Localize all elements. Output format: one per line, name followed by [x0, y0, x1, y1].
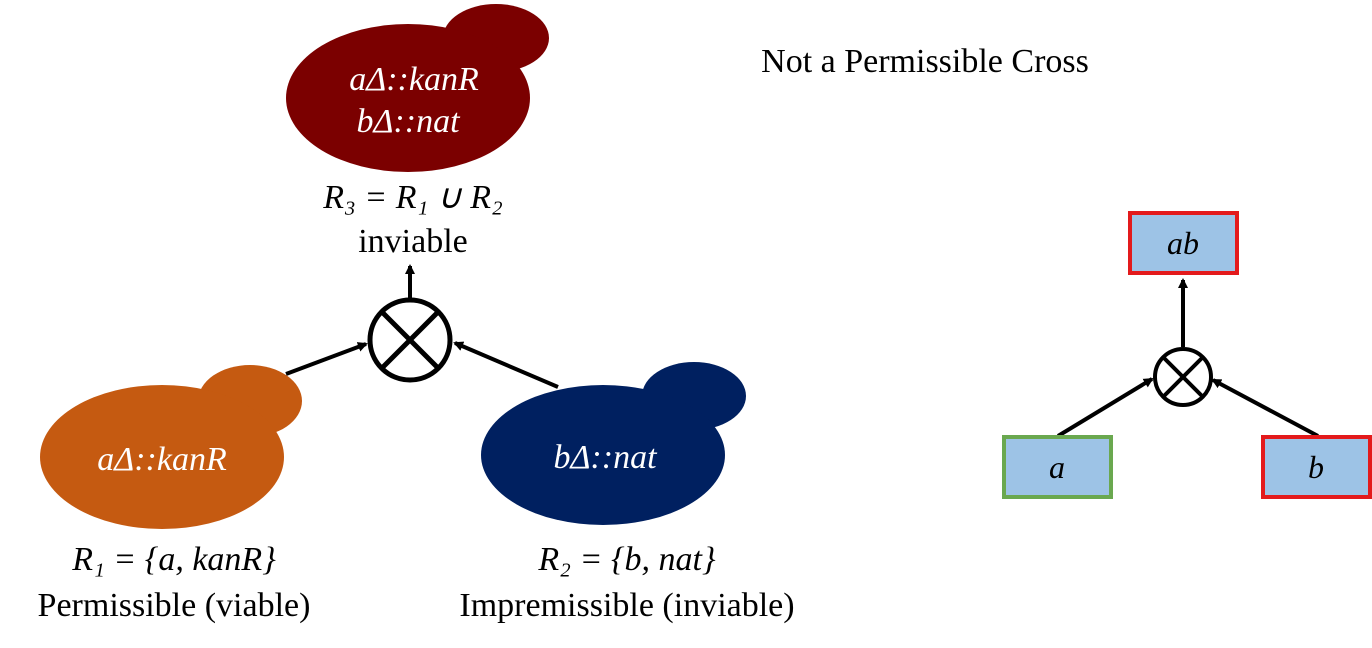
r1-formula: R₁ = {a, kanR}	[71, 541, 276, 578]
right-cell-body	[481, 385, 725, 525]
left-cell-body	[40, 385, 284, 529]
r2-formula: R₂ = {b, nat}	[537, 541, 716, 578]
r1-status: Permissible (viable)	[38, 587, 311, 624]
r3-status: inviable	[358, 223, 468, 260]
box-a-label: a	[1049, 449, 1065, 485]
right-cell-label: bΔ::nat	[553, 439, 658, 476]
r3-formula: R₃ = R₁ ∪ R₂	[322, 179, 503, 216]
top-cell: aΔ::kanR bΔ::nat	[286, 4, 549, 172]
box-ab-label: ab	[1167, 225, 1199, 261]
right-cell: bΔ::nat	[481, 362, 746, 525]
top-cell-label-2: bΔ::nat	[356, 103, 461, 140]
diagram-title: Not a Permissible Cross	[761, 43, 1089, 80]
left-cell-label: aΔ::kanR	[97, 441, 227, 478]
box-ab: ab	[1128, 211, 1239, 275]
circled-times-icon	[1153, 347, 1213, 407]
circled-times-icon	[367, 297, 453, 383]
arrow-left-to-cross	[285, 342, 368, 376]
box-b: b	[1261, 435, 1372, 499]
top-cell-body	[286, 24, 530, 172]
r2-status: Impremissible (inviable)	[459, 587, 794, 624]
arrow-b-to-cross	[1211, 378, 1319, 438]
box-b-label: b	[1308, 449, 1324, 485]
top-cell-label-1: aΔ::kanR	[349, 61, 479, 98]
left-cell: aΔ::kanR	[40, 365, 302, 529]
arrow-a-to-cross	[1056, 377, 1154, 438]
arrow-right-to-cross	[453, 341, 559, 389]
box-a: a	[1002, 435, 1113, 499]
